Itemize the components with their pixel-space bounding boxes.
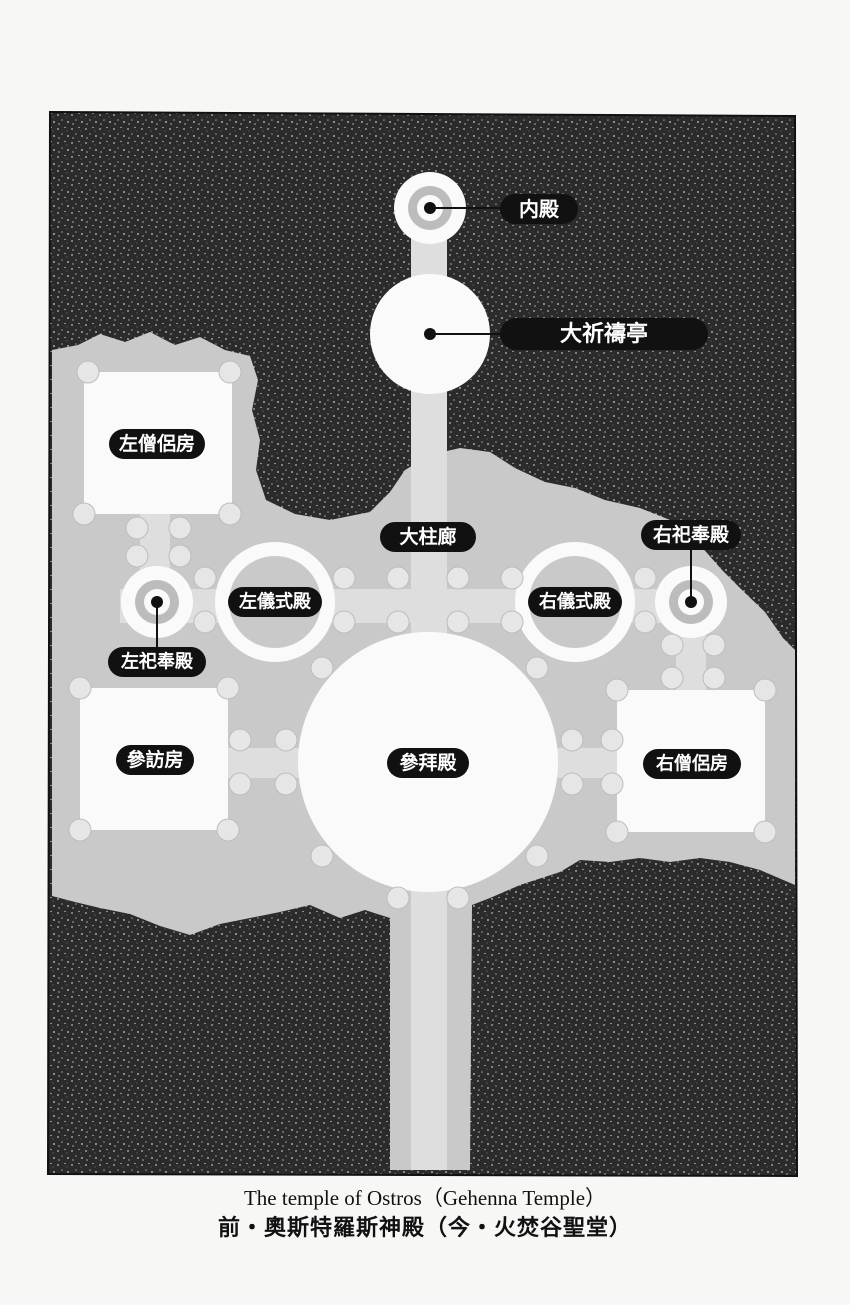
pillar bbox=[310, 844, 334, 868]
label-left-ritual-text: 左儀式殿 bbox=[239, 591, 312, 613]
pillar bbox=[76, 360, 100, 384]
pillar bbox=[560, 772, 584, 796]
inner-hall-dot bbox=[424, 202, 436, 214]
label-left-shrine: 左祀奉殿 bbox=[108, 647, 206, 677]
pillar bbox=[274, 772, 298, 796]
pillar bbox=[702, 633, 726, 657]
label-left-monks: 左僧侶房 bbox=[109, 429, 205, 459]
label-grand-prayer: 大祈禱亭 bbox=[500, 318, 708, 350]
pillar bbox=[228, 728, 252, 752]
pillar bbox=[500, 566, 524, 590]
left-shrine-dot bbox=[151, 596, 163, 608]
pillar bbox=[525, 656, 549, 680]
pillar bbox=[386, 610, 410, 634]
map-caption: The temple of Ostros（Gehenna Temple） 前・奧… bbox=[0, 1183, 850, 1243]
right-shrine-dot bbox=[685, 596, 697, 608]
label-right-monks: 右僧侶房 bbox=[643, 749, 741, 779]
label-visitors: 參訪房 bbox=[116, 745, 194, 775]
pillar bbox=[560, 728, 584, 752]
pillar bbox=[753, 820, 777, 844]
pillar bbox=[660, 666, 684, 690]
label-left-shrine-text: 左祀奉殿 bbox=[121, 651, 194, 673]
pillar bbox=[68, 676, 92, 700]
label-right-ritual: 右儀式殿 bbox=[528, 587, 622, 617]
label-right-shrine-text: 右祀奉殿 bbox=[652, 523, 730, 546]
label-left-monks-text: 左僧侶房 bbox=[119, 432, 195, 455]
pillar bbox=[702, 666, 726, 690]
caption-english: The temple of Ostros（Gehenna Temple） bbox=[243, 1186, 607, 1210]
pillars bbox=[68, 360, 777, 910]
pillar bbox=[446, 610, 470, 634]
pillar bbox=[274, 728, 298, 752]
pillar bbox=[193, 610, 217, 634]
pillar bbox=[168, 544, 192, 568]
pillar bbox=[525, 844, 549, 868]
label-colonnade: 大柱廊 bbox=[380, 522, 476, 552]
label-colonnade-text: 大柱廊 bbox=[399, 525, 456, 548]
pillar bbox=[386, 566, 410, 590]
pillar bbox=[446, 566, 470, 590]
pillar bbox=[753, 678, 777, 702]
pillar bbox=[216, 676, 240, 700]
pillar bbox=[600, 728, 624, 752]
caption-chinese: 前・奧斯特羅斯神殿（今・火焚谷聖堂） bbox=[217, 1215, 632, 1240]
pillar bbox=[125, 544, 149, 568]
pillar bbox=[216, 818, 240, 842]
pillar bbox=[228, 772, 252, 796]
pillar bbox=[310, 656, 334, 680]
pillar bbox=[500, 610, 524, 634]
pillar bbox=[218, 360, 242, 384]
pillar bbox=[193, 566, 217, 590]
pillar bbox=[125, 516, 149, 540]
markers bbox=[156, 207, 692, 650]
label-right-monks-text: 右僧侶房 bbox=[656, 753, 728, 775]
pillar bbox=[600, 772, 624, 796]
pillar bbox=[168, 516, 192, 540]
marker-dots bbox=[151, 202, 697, 608]
pillar bbox=[446, 886, 470, 910]
pillar bbox=[633, 566, 657, 590]
pillar bbox=[605, 820, 629, 844]
label-inner-hall: 内殿 bbox=[500, 194, 578, 224]
rooms bbox=[80, 172, 765, 892]
label-right-shrine: 右祀奉殿 bbox=[641, 520, 741, 550]
label-visitors-text: 參訪房 bbox=[126, 748, 183, 771]
grand-prayer-dot bbox=[424, 328, 436, 340]
label-left-ritual: 左儀式殿 bbox=[228, 587, 322, 617]
pillar bbox=[72, 502, 96, 526]
pillar bbox=[605, 678, 629, 702]
south-walkway bbox=[411, 880, 447, 1170]
pillar bbox=[218, 502, 242, 526]
pillar bbox=[332, 566, 356, 590]
pillar bbox=[633, 610, 657, 634]
label-worship-hall: 參拜殿 bbox=[387, 748, 469, 778]
label-right-ritual-text: 右儀式殿 bbox=[539, 591, 612, 613]
pillar bbox=[386, 886, 410, 910]
label-grand-prayer-text: 大祈禱亭 bbox=[560, 321, 648, 347]
pillar bbox=[68, 818, 92, 842]
label-inner-hall-text: 内殿 bbox=[519, 197, 560, 221]
label-worship-hall-text: 參拜殿 bbox=[399, 751, 457, 774]
pillar bbox=[660, 633, 684, 657]
pillar bbox=[332, 610, 356, 634]
